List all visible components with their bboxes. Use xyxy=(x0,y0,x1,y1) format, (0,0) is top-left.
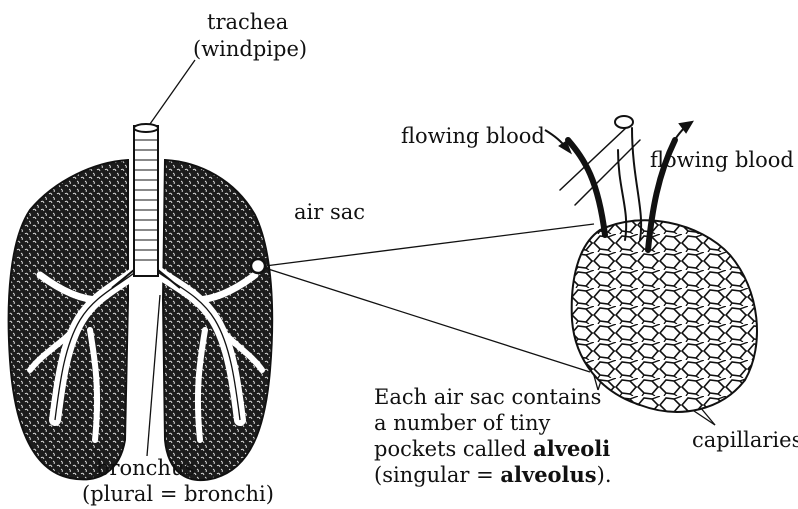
caption-line-3-text: pockets called xyxy=(374,437,533,461)
air-sac-marker xyxy=(251,259,265,273)
alveoli-term: alveoli xyxy=(533,436,610,461)
bronchi-plural-label: (plural = bronchi) xyxy=(82,482,274,507)
alveolus-term: alveolus xyxy=(500,462,596,487)
air-sac-label: air sac xyxy=(294,200,365,225)
bronchus-label: bronchus xyxy=(96,456,195,481)
capillaries-label: capillaries xyxy=(692,428,798,453)
caption-line-4-text: (singular = xyxy=(374,463,500,487)
left-lung xyxy=(9,160,128,479)
caption-line-1: Each air sac contains xyxy=(374,384,612,410)
flowing-blood-in-label: flowing blood xyxy=(401,124,545,149)
caption-line-2: a number of tiny xyxy=(374,410,612,436)
caption-line-3: pockets called alveoli xyxy=(374,436,612,462)
trachea-label: trachea xyxy=(207,10,288,35)
caption-line-4: (singular = alveolus). xyxy=(374,462,612,488)
caption-line-4-end: ). xyxy=(597,463,612,487)
caption: Each air sac contains a number of tiny p… xyxy=(374,384,612,488)
windpipe-label: (windpipe) xyxy=(193,37,307,62)
flowing-blood-out-label: flowing blood xyxy=(650,148,794,173)
